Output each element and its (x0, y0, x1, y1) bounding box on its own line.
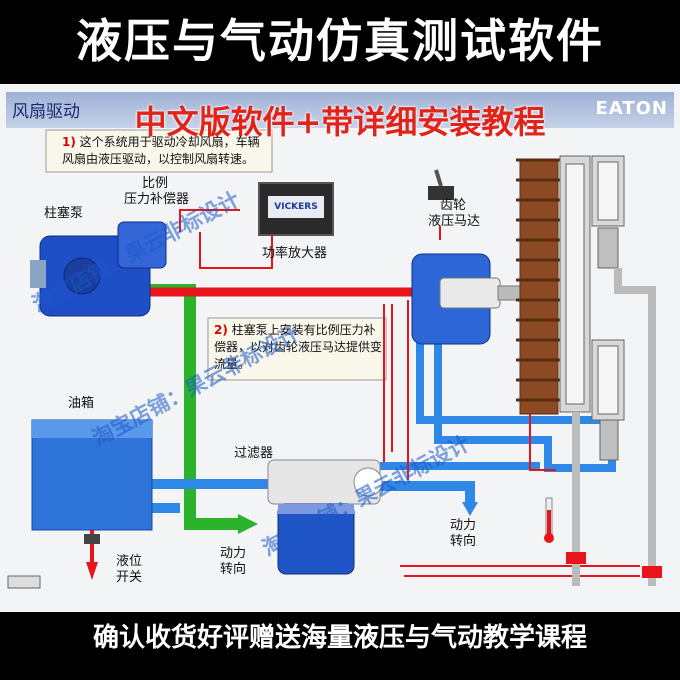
gear-hydraulic-motor (411, 253, 529, 345)
radiator (559, 155, 625, 461)
label-steering-1b: 转向 (220, 562, 247, 577)
toggle-switch (428, 169, 454, 200)
note-1-number: 1) (62, 135, 76, 149)
filter (267, 459, 383, 575)
note-1: 1) 这个系统用于驱动冷却风扇，车辆风扇由液压驱动，以控制风扇转速。 (62, 134, 268, 168)
label-hydraulic-motor: 液压马达 (428, 214, 481, 229)
label-power-amp: 功率放大器 (262, 246, 328, 261)
label-piston-pump: 柱塞泵 (44, 206, 84, 221)
brand-logo: EATON (595, 98, 668, 119)
label-pressure-comp: 压力补偿器 (124, 192, 190, 207)
top-banner: 液压与气动仿真测试软件 (0, 0, 680, 84)
label-proportional: 比例 (142, 176, 169, 191)
note-1-text: 这个系统用于驱动冷却风扇，车辆风扇由液压驱动，以控制风扇转速。 (62, 135, 260, 166)
steering-arrow (462, 502, 478, 516)
label-gear: 齿轮 (440, 198, 467, 213)
label-oil-tank: 油箱 (68, 396, 95, 411)
label-steering-2a: 动力 (450, 518, 477, 533)
label-steering-2b: 转向 (450, 534, 477, 549)
note-2-number: 2) (214, 323, 228, 337)
promo-text: 中文版软件+带详细安装教程 (134, 103, 546, 141)
window-title: 风扇驱动 (12, 102, 80, 122)
oil-tank (31, 419, 153, 580)
return-arrow (238, 514, 258, 534)
window-titlebar (6, 92, 674, 128)
status-indicator (7, 575, 41, 589)
bottom-banner-text: 确认收货好评赠送海量液压与气动教学课程 (92, 623, 587, 653)
piston-pump (30, 221, 167, 317)
label-level-a: 液位 (116, 554, 143, 569)
thermometer (544, 497, 554, 543)
banner-title: 液压与气动仿真测试软件 (76, 14, 604, 68)
note-2: 2) 柱塞泵上安装有比例压力补偿器，以对齿轮液压马达提供变流量。 (214, 322, 382, 373)
note-box-2 (207, 317, 387, 381)
label-filter: 过滤器 (234, 446, 274, 461)
cooling-fan (516, 158, 562, 415)
note-box-1 (45, 129, 273, 173)
label-steering-1a: 动力 (220, 546, 247, 561)
label-level-b: 开关 (116, 570, 143, 585)
amp-brand: VICKERS (268, 196, 324, 218)
note-2-text: 柱塞泵上安装有比例压力补偿器，以对齿轮液压马达提供变流量。 (214, 323, 383, 371)
bottom-banner: 确认收货好评赠送海量液压与气动教学课程 (0, 612, 680, 680)
power-amplifier: VICKERS (258, 182, 334, 236)
